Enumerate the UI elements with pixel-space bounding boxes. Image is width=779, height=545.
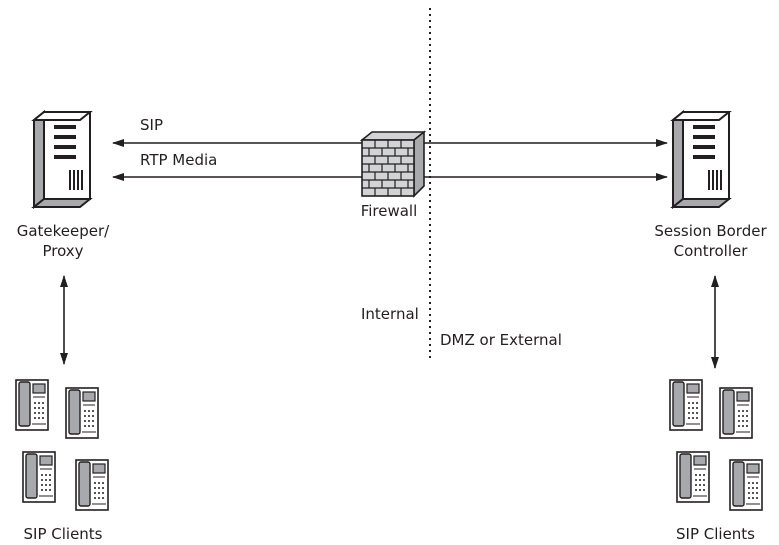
gatekeeper-server-icon [33, 111, 91, 208]
sbc-label: Session Border [654, 222, 767, 240]
sip-clients-right-label: SIP Clients [676, 525, 755, 543]
brick-wall-icon [359, 130, 427, 198]
sbc-label-line2: Controller [673, 242, 748, 260]
sip-label: SIP [140, 116, 163, 134]
sip-clients-left-label: SIP Clients [23, 525, 103, 543]
gatekeeper-label: Gatekeeper/ [16, 222, 110, 240]
rtp-media-label: RTP Media [140, 151, 218, 169]
desk-phone-icon [669, 379, 703, 431]
desk-phone-icon [719, 387, 753, 439]
internal-zone-label: Internal [361, 305, 419, 323]
desk-phone-icon [65, 387, 99, 439]
dmz-external-zone-label: DMZ or External [440, 331, 562, 349]
firewall-label: Firewall [360, 202, 418, 220]
desk-phone-icon [15, 379, 49, 431]
desk-phone-icon [75, 459, 109, 511]
gatekeeper-label-line2: Proxy [42, 242, 84, 260]
desk-phone-icon [22, 451, 56, 503]
desk-phone-icon [729, 459, 763, 511]
desk-phone-icon [676, 451, 710, 503]
session-border-controller-server-icon [672, 111, 730, 208]
